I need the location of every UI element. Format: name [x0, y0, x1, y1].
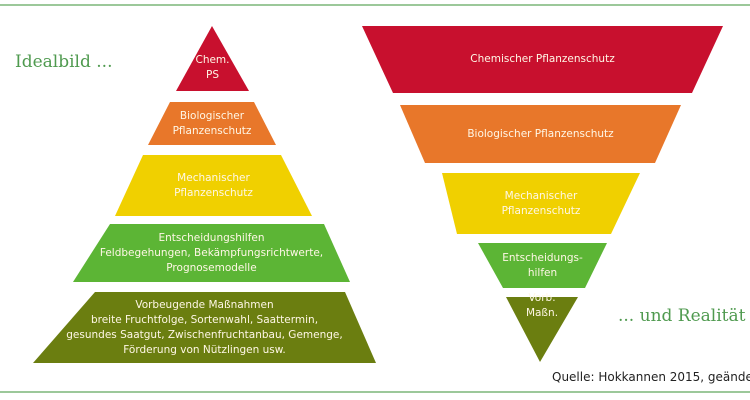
- ideal-level-3-label: Mechanischer Pflanzenschutz: [174, 171, 253, 199]
- ideal-level-3: [115, 155, 312, 216]
- ideal-caption: Idealbild ...: [15, 52, 113, 72]
- ideal-level-5: [33, 292, 376, 363]
- ideal-level-4: [73, 224, 350, 282]
- reality-level-1-label: Chemischer Pflanzenschutz: [470, 53, 615, 65]
- reality-level-2-label: Biologischer Pflanzenschutz: [467, 127, 614, 140]
- source-note: Quelle: Hokkannen 2015, geändert: [552, 370, 750, 384]
- reality-level-2: [400, 105, 681, 163]
- reality-level-1: [362, 26, 723, 93]
- ideal-level-1-label: Chem. PS: [195, 53, 230, 81]
- reality-level-5-label: Vorb. Maßn.: [525, 291, 559, 319]
- reality-level-4-label: Entscheidungs- hilfen: [502, 251, 583, 279]
- ideal-level-4-label: Entscheidungshilfen Feldbegehungen, Bekä…: [99, 231, 324, 274]
- top-rule: [0, 4, 750, 6]
- reality-level-3-label: Mechanischer Pflanzenschutz: [501, 189, 581, 217]
- reality-level-3: [442, 173, 640, 234]
- ideal-level-5-label: Vorbeugende Maßnahmen breite Fruchtfolge…: [66, 298, 343, 356]
- bottom-rule: [0, 391, 750, 393]
- reality-level-4: [478, 243, 607, 288]
- reality-caption: ... und Realität: [618, 306, 746, 326]
- ideal-level-2: [148, 102, 276, 145]
- ideal-level-2-label: Biologischer Pflanzenschutz: [172, 109, 252, 137]
